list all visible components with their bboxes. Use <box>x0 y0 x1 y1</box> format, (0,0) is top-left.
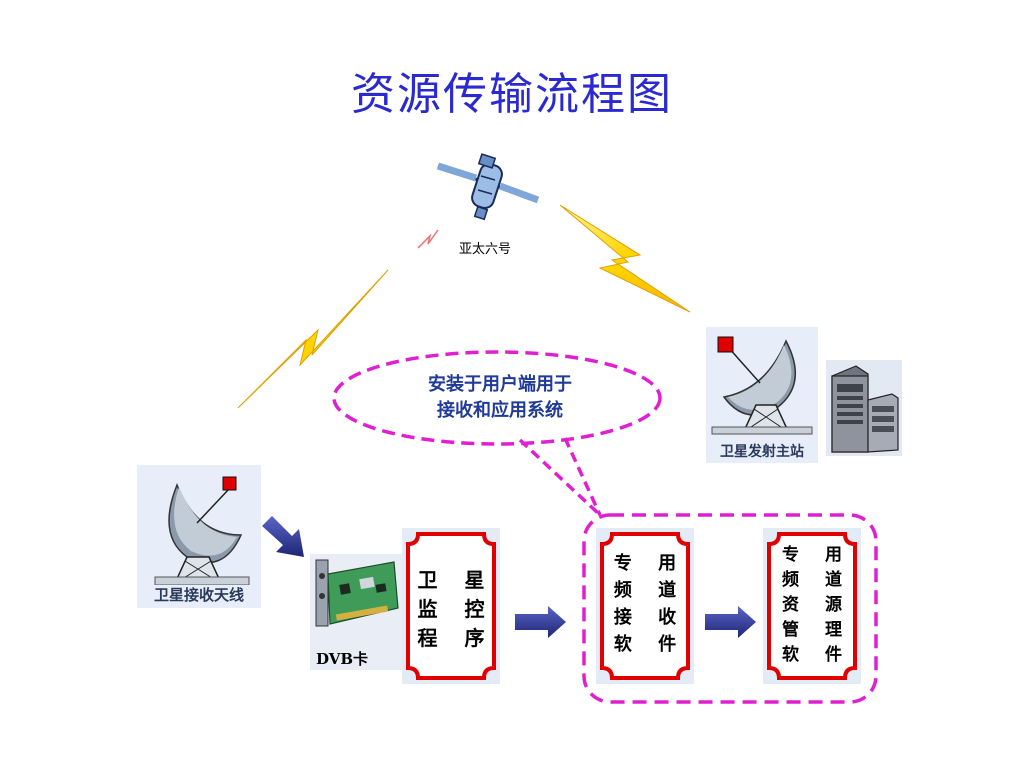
program-line: 程 序 <box>417 626 495 650</box>
program-text: 卫 星 监 控 程 序 <box>402 566 500 653</box>
scroll-frame <box>406 532 496 680</box>
arrow-receive-to-manage <box>705 606 756 638</box>
dvb-card-label: DVB卡 <box>316 650 369 668</box>
satellite-icon <box>436 153 540 221</box>
callout-bubble <box>332 350 662 517</box>
transmit-station-label: 卫星发射主站 <box>720 444 804 460</box>
arrow-monitor-to-receive <box>515 606 566 638</box>
program-line: 频 道 <box>613 580 687 601</box>
program-text: 专 用 频 道 接 收 软 件 <box>596 550 694 658</box>
receive-antenna-label: 卫星接收天线 <box>153 586 244 604</box>
satellite-dish-icon <box>154 476 250 585</box>
scroll-frame <box>767 532 857 680</box>
program-line: 资 源 <box>782 595 852 615</box>
program-line: 卫 星 <box>417 568 495 592</box>
lightning-spark-small <box>417 229 439 249</box>
server-icon <box>831 365 899 453</box>
program-line: 监 控 <box>417 597 495 621</box>
program-line: 专 用 <box>782 545 852 565</box>
pci-card-icon <box>315 559 399 627</box>
transmit-station-tile: 卫星发射主站 <box>706 327 818 463</box>
program-line: 软 件 <box>782 645 852 665</box>
scroll-frame <box>600 532 690 680</box>
program-satellite-monitor: 卫 星 监 控 程 序 <box>402 528 500 684</box>
program-channel-receive: 专 用 频 道 接 收 软 件 <box>596 528 694 684</box>
receive-antenna-tile: 卫星接收天线 <box>137 465 261 608</box>
dvb-card-tile <box>310 554 402 670</box>
satellite-dish-icon <box>711 336 813 435</box>
callout-line-2: 接收和应用系统 <box>437 400 563 421</box>
program-text: 专 用 频 道 资 源 管 理 软 件 <box>763 543 861 668</box>
program-line: 软 件 <box>613 634 687 655</box>
arrow-antenna-to-dvb <box>262 516 304 557</box>
program-line: 专 用 <box>613 553 687 574</box>
satellite-label: 亚太六号 <box>458 242 511 257</box>
software-group-outline <box>582 513 878 704</box>
lightning-bolt-left <box>237 269 389 409</box>
callout-line-1: 安装于用户端用于 <box>428 374 572 395</box>
program-line: 频 道 <box>782 570 852 590</box>
callout-text: 安装于用户端用于 接收和应用系统 <box>370 372 630 424</box>
page-title: 资源传输流程图 <box>351 69 673 120</box>
server-tile <box>826 360 902 456</box>
lightning-bolt-right <box>559 204 691 313</box>
program-resource-management: 专 用 频 道 资 源 管 理 软 件 <box>763 528 861 684</box>
program-line: 接 收 <box>613 607 687 628</box>
program-line: 管 理 <box>782 620 852 640</box>
